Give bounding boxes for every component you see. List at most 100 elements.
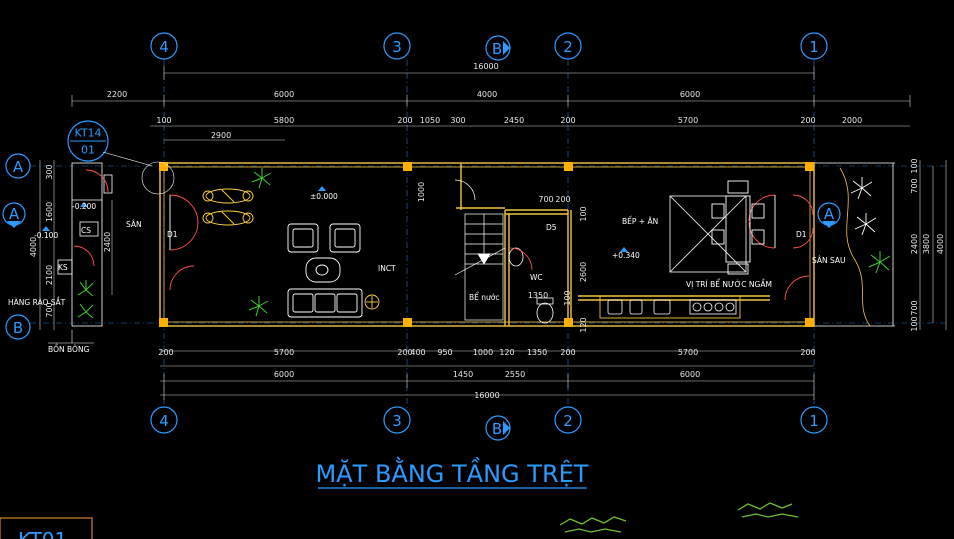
svg-text:2400: 2400 <box>103 232 112 252</box>
armchair-icon <box>329 223 361 253</box>
svg-text:700: 700 <box>910 178 919 193</box>
svg-text:B: B <box>492 40 502 58</box>
svg-text:6000: 6000 <box>680 370 700 379</box>
doors <box>73 169 814 301</box>
label-kitchen: BẾP + ĂN <box>622 216 658 226</box>
tag-ks: KS <box>58 263 68 272</box>
level-kitchen: +0.340 <box>612 251 640 260</box>
svg-text:300: 300 <box>450 116 465 125</box>
grid-bubble-1-bottom: 1 <box>800 406 828 434</box>
plant-icon <box>737 502 799 518</box>
stair-icon <box>454 179 506 321</box>
svg-text:B: B <box>492 420 502 438</box>
sheet-tag: KT01 <box>18 528 67 539</box>
svg-text:4000: 4000 <box>477 90 497 99</box>
level-marks <box>42 186 628 252</box>
svg-text:2000: 2000 <box>842 116 862 125</box>
level-sidewalk: -0.100 <box>34 231 58 240</box>
wc-sink-icon <box>508 247 524 267</box>
kitchen-counter <box>599 295 741 319</box>
svg-text:1600: 1600 <box>45 202 54 222</box>
svg-text:2400: 2400 <box>910 234 919 254</box>
plant-icon <box>248 296 269 317</box>
grid-bubble-4-top: 4 <box>150 32 178 60</box>
svg-text:1350: 1350 <box>528 291 548 300</box>
svg-text:5800: 5800 <box>274 116 294 125</box>
section-mark-a-right: A <box>817 202 841 228</box>
dimension-lines-bottom <box>160 350 815 400</box>
tag-d1: D1 <box>167 230 178 239</box>
svg-text:1050: 1050 <box>420 116 440 125</box>
svg-text:4000: 4000 <box>936 234 945 254</box>
svg-text:16000: 16000 <box>474 391 499 400</box>
tag-d5: D5 <box>546 223 557 232</box>
armchair-icon <box>287 223 319 253</box>
svg-text:2100: 2100 <box>45 265 54 285</box>
svg-text:3: 3 <box>392 412 402 430</box>
plant-icon <box>854 213 877 236</box>
stove-icon <box>689 299 737 315</box>
svg-text:B: B <box>13 319 23 337</box>
svg-text:2550: 2550 <box>505 370 525 379</box>
svg-text:200: 200 <box>800 348 815 357</box>
plant-icon <box>868 251 891 274</box>
svg-text:700: 700 <box>910 300 919 315</box>
grid-bubble-4-bottom: 4 <box>150 406 178 434</box>
callout-detail: 01 <box>81 144 95 157</box>
svg-text:2600: 2600 <box>579 262 588 282</box>
svg-text:A: A <box>9 205 20 223</box>
svg-text:6000: 6000 <box>274 90 294 99</box>
tag-inct: INCT <box>378 264 396 273</box>
svg-text:950: 950 <box>437 348 452 357</box>
plant-icon <box>251 168 272 189</box>
grid-bubble-3-bottom: 3 <box>383 406 411 434</box>
label-rear-yard: SÂN SAU <box>812 256 846 265</box>
svg-text:1350: 1350 <box>527 348 547 357</box>
plant-icon <box>77 280 94 319</box>
svg-text:1000: 1000 <box>473 348 493 357</box>
motorbike-icon <box>202 210 254 226</box>
svg-text:5700: 5700 <box>678 116 698 125</box>
label-septic: BỂ nước <box>469 292 500 302</box>
plant-icon <box>559 516 627 533</box>
columns <box>159 162 814 327</box>
svg-text:400: 400 <box>410 348 425 357</box>
svg-text:A: A <box>13 158 24 176</box>
svg-text:2: 2 <box>563 38 573 56</box>
svg-text:200: 200 <box>397 116 412 125</box>
svg-text:16000: 16000 <box>473 62 498 71</box>
label-fence: HÀNG RÀO SẮT <box>8 297 66 307</box>
water-tank-outline <box>669 195 747 273</box>
grid-bubble-a-left: A <box>5 153 31 179</box>
svg-text:2200: 2200 <box>107 90 127 99</box>
grid-bubble-1-top: 1 <box>800 32 828 60</box>
dimension-lines-right <box>919 160 947 330</box>
svg-text:100: 100 <box>910 158 919 173</box>
tag-d1-rear: D1 <box>796 230 807 239</box>
svg-text:1: 1 <box>809 412 819 430</box>
svg-text:5700: 5700 <box>678 348 698 357</box>
detail-callout <box>67 120 175 195</box>
svg-text:2900: 2900 <box>211 131 231 140</box>
svg-text:200: 200 <box>560 116 575 125</box>
svg-text:4: 4 <box>159 38 169 56</box>
grid-bubble-2-bottom: 2 <box>554 406 582 434</box>
svg-text:3: 3 <box>392 38 402 56</box>
label-yard: SÂN <box>126 220 142 229</box>
grid-bubble-b-top: B <box>485 35 511 61</box>
svg-text:A: A <box>824 205 835 223</box>
tag-cs: CS <box>81 226 91 235</box>
plant-icon <box>850 177 873 200</box>
svg-text:5700: 5700 <box>274 348 294 357</box>
svg-text:100: 100 <box>910 316 919 331</box>
svg-text:6000: 6000 <box>680 90 700 99</box>
coffee-table <box>305 257 341 283</box>
svg-text:120: 120 <box>579 317 588 332</box>
svg-text:200: 200 <box>397 348 412 357</box>
label-planter: BỒN BÔNG <box>48 344 90 354</box>
svg-text:1: 1 <box>809 38 819 56</box>
svg-text:200: 200 <box>158 348 173 357</box>
sink-icon <box>607 299 671 315</box>
motorbike-icon <box>202 188 254 204</box>
